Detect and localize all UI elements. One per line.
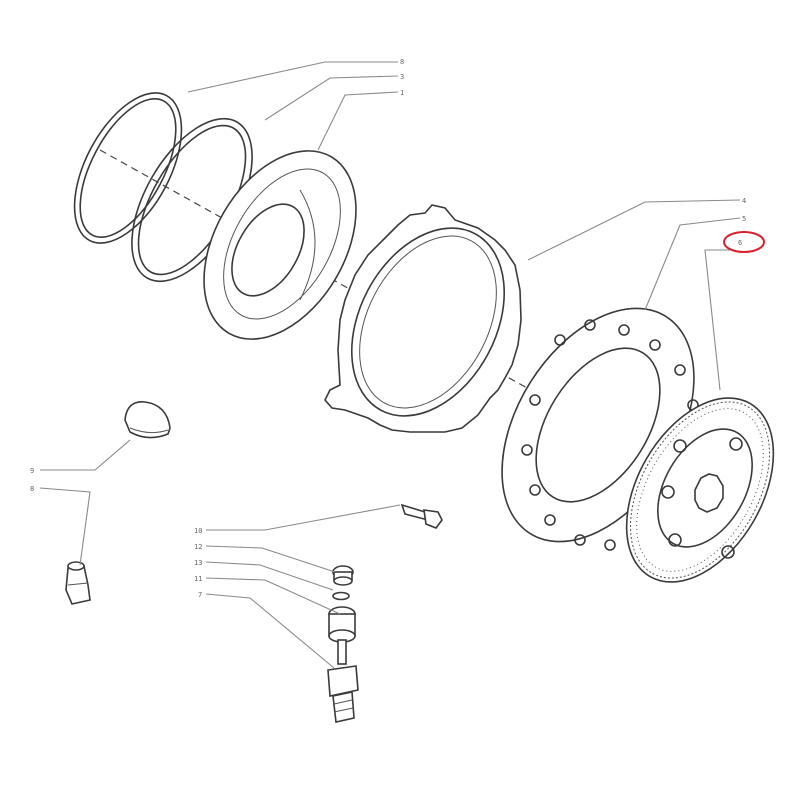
callout-c7[interactable]: 9 [30,467,34,475]
valve-body[interactable] [328,606,356,643]
pressure-plate[interactable] [173,124,388,366]
callout-c5[interactable]: 5 [742,215,746,223]
friction-disc[interactable] [596,372,800,607]
lugged-clutch-plate[interactable] [321,202,535,442]
highlight-ring [723,231,765,253]
o-ring-large[interactable] [52,76,203,260]
callout-c1[interactable]: 8 [400,58,404,66]
callout-c9[interactable]: 10 [194,527,202,535]
callout-c8[interactable]: 8 [30,485,34,493]
callout-c11[interactable]: 13 [194,559,202,567]
hex-bolt[interactable] [400,503,443,529]
dome-cap[interactable] [124,401,171,439]
callout-c3[interactable]: 1 [400,89,404,97]
callout-c2[interactable]: 3 [400,73,404,81]
sealing-washer[interactable] [332,591,350,601]
callout-c4[interactable]: 4 [742,197,746,205]
splined-hub [694,473,724,513]
leader-lines [39,61,741,669]
callout-c6[interactable]: 6 [738,239,742,247]
breather-fitting[interactable] [65,561,91,605]
callout-c12[interactable]: 11 [194,575,202,583]
flange-bolt-holes [521,319,699,551]
callout-c10[interactable]: 12 [194,543,202,551]
callout-labels: 8 3 1 4 5 6 9 8 10 12 13 11 7 [30,58,746,599]
bleeder-nipple[interactable] [327,639,359,723]
bleed-screw-cap[interactable] [332,565,354,586]
callout-c13[interactable]: 7 [198,591,202,599]
